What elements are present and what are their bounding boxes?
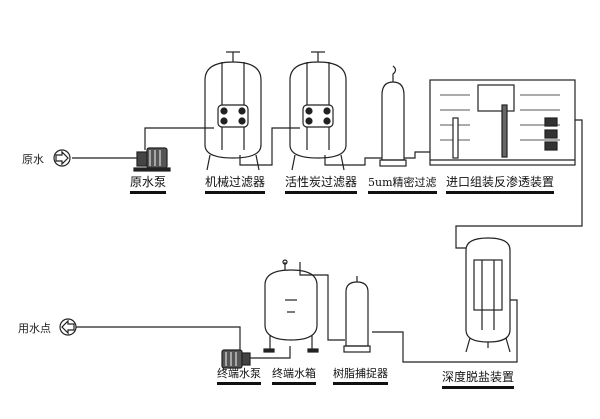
- reverse-osmosis-unit-icon: [429, 79, 576, 166]
- label-carbon-filter: 活性炭过滤器: [285, 175, 358, 194]
- label-precision-filter: 5um精密过滤: [368, 175, 437, 194]
- label-ro-unit: 进口组装反渗透装置: [446, 175, 555, 194]
- deep-desalting-unit-icon: [465, 237, 511, 353]
- precision-filter-icon: [379, 65, 407, 167]
- terminal-tank-icon: [263, 259, 319, 353]
- label-resin-trap: 树脂捕捉器: [333, 366, 388, 385]
- raw-water-pump-icon: [133, 147, 171, 172]
- pipes-bottom: [76, 262, 518, 363]
- label-terminal-tank: 终端水箱: [272, 366, 316, 385]
- outlet-label: 用水点: [18, 322, 51, 335]
- activated-carbon-filter-icon: [289, 51, 347, 171]
- label-deep-desalting: 深度脱盐装置: [442, 370, 515, 389]
- label-terminal-pump: 终端水泵: [217, 366, 261, 385]
- terminal-pump-icon: [221, 349, 251, 369]
- pipes-top: [72, 119, 583, 249]
- label-mechanical-filter: 机械过滤器: [205, 175, 266, 194]
- inlet-arrow-icon: [53, 149, 71, 167]
- outlet-arrow-icon: [59, 318, 77, 336]
- label-raw-water-pump: 原水泵: [130, 175, 167, 194]
- mechanical-filter-icon: [204, 51, 262, 171]
- resin-trap-icon: [343, 276, 371, 353]
- inlet-label: 原水: [22, 153, 44, 166]
